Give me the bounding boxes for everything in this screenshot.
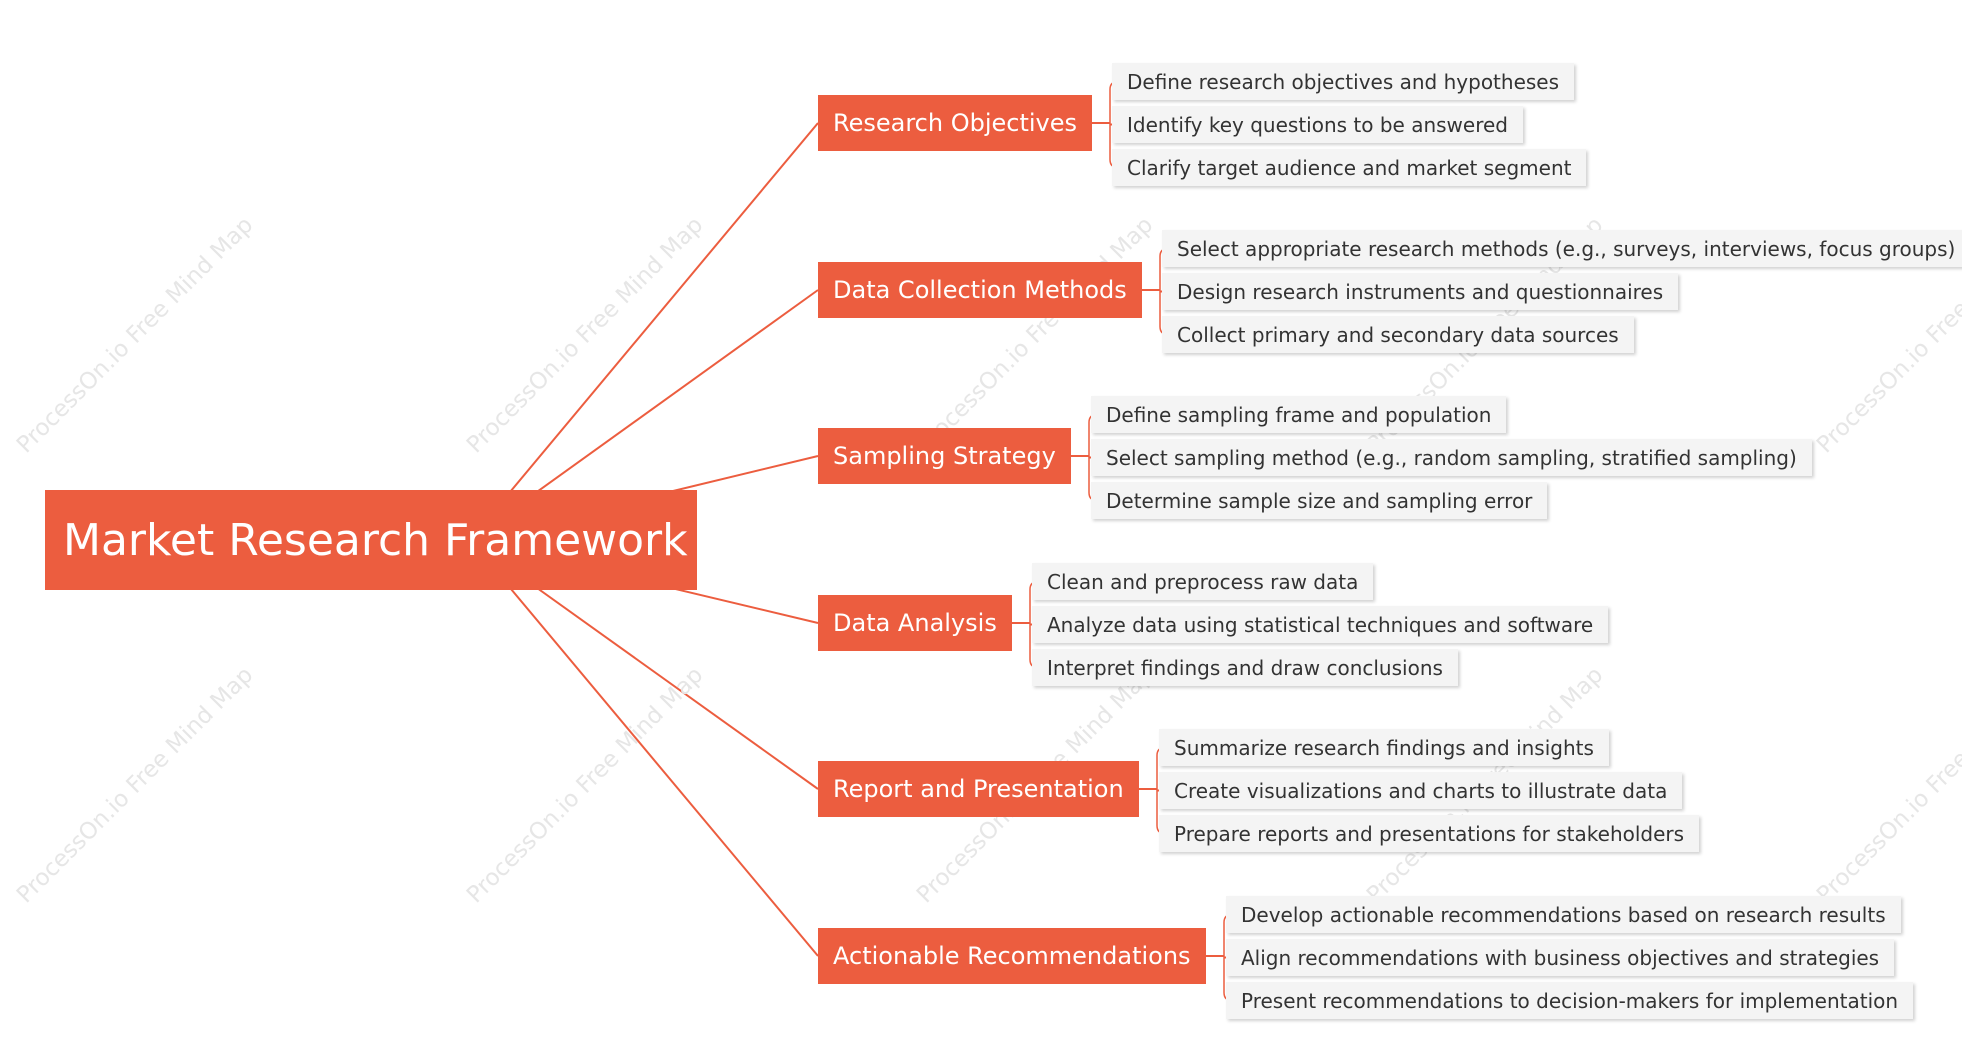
subtopic-item[interactable]: Prepare reports and presentations for st… [1159,815,1700,852]
subtopic-label: Define sampling frame and population [1106,402,1492,427]
connector-root-to-research-objectives [469,122,819,541]
subtopic-label: Create visualizations and charts to illu… [1174,778,1668,803]
subtopic-item[interactable]: Collect primary and secondary data sourc… [1162,316,1634,353]
subtopic-item[interactable]: Determine sample size and sampling error [1091,482,1548,519]
topic-data-collection-methods[interactable]: Data Collection Methods [818,262,1142,318]
subtopic-item[interactable]: Analyze data using statistical technique… [1032,606,1609,643]
subtopic-item[interactable]: Clean and preprocess raw data [1032,563,1374,600]
subtopic-label: Identify key questions to be answered [1127,112,1508,137]
subtopic-label: Collect primary and secondary data sourc… [1177,322,1619,347]
topic-sampling-strategy[interactable]: Sampling Strategy [818,428,1071,484]
subtopic-label: Analyze data using statistical technique… [1047,612,1594,637]
subtopic-label: Develop actionable recommendations based… [1241,902,1886,927]
connector-root-to-actionable-recommendations [469,539,819,957]
subtopic-label: Select sampling method (e.g., random sam… [1106,445,1797,470]
subtopic-label: Select appropriate research methods (e.g… [1177,236,1956,261]
subtopic-item[interactable]: Select sampling method (e.g., random sam… [1091,439,1812,476]
root-topic-label: Market Research Framework [63,514,688,566]
subtopic-item[interactable]: Define research objectives and hypothese… [1112,63,1575,100]
subtopic-label: Determine sample size and sampling error [1106,488,1533,513]
subtopic-item[interactable]: Identify key questions to be answered [1112,106,1523,143]
subtopic-label: Summarize research findings and insights [1174,735,1594,760]
subtopic-item[interactable]: Create visualizations and charts to illu… [1159,772,1683,809]
subtopic-item[interactable]: Design research instruments and question… [1162,273,1679,310]
subtopic-label: Clarify target audience and market segme… [1127,155,1572,180]
topic-research-objectives[interactable]: Research Objectives [818,95,1093,151]
subtopic-item[interactable]: Clarify target audience and market segme… [1112,149,1587,186]
topic-report-and-presentation[interactable]: Report and Presentation [818,761,1139,817]
topic-label: Sampling Strategy [833,442,1056,470]
topic-label: Research Objectives [833,109,1078,137]
subtopic-label: Align recommendations with business obje… [1241,945,1880,970]
subtopic-item[interactable]: Present recommendations to decision-make… [1226,982,1914,1019]
subtopic-item[interactable]: Summarize research findings and insights [1159,729,1609,766]
subtopic-item[interactable]: Develop actionable recommendations based… [1226,896,1901,933]
topic-label: Actionable Recommendations [833,942,1191,970]
subtopic-item[interactable]: Align recommendations with business obje… [1226,939,1895,976]
topic-label: Report and Presentation [833,775,1124,803]
subtopic-item[interactable]: Select appropriate research methods (e.g… [1162,230,1962,267]
subtopic-label: Define research objectives and hypothese… [1127,69,1560,94]
subtopic-label: Prepare reports and presentations for st… [1174,821,1685,846]
topic-actionable-recommendations[interactable]: Actionable Recommendations [818,928,1206,984]
subtopic-label: Present recommendations to decision-make… [1241,988,1899,1013]
subtopic-item[interactable]: Interpret findings and draw conclusions [1032,649,1458,686]
topic-label: Data Analysis [833,609,997,637]
topic-data-analysis[interactable]: Data Analysis [818,595,1012,651]
subtopic-item[interactable]: Define sampling frame and population [1091,396,1507,433]
subtopic-label: Interpret findings and draw conclusions [1047,655,1443,680]
subtopic-label: Design research instruments and question… [1177,279,1664,304]
subtopic-label: Clean and preprocess raw data [1047,569,1359,594]
root-topic[interactable]: Market Research Framework [45,490,697,590]
topic-label: Data Collection Methods [833,276,1127,304]
